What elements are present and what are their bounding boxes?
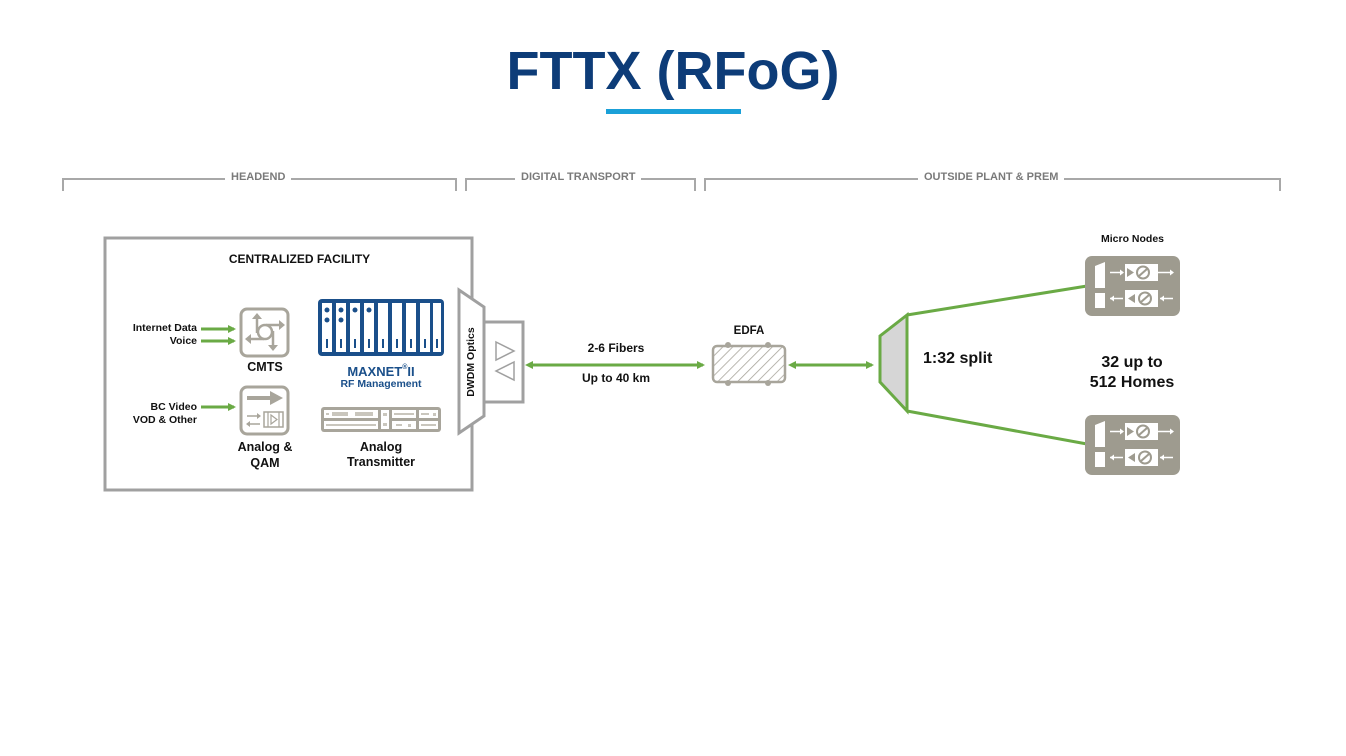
distance-label: Up to 40 km	[581, 371, 650, 385]
input-label-bc-video: BC Video	[150, 401, 197, 413]
analog-qam-label-line2: QAM	[250, 456, 280, 470]
input-arrows	[201, 325, 236, 411]
page-title: FTTX (RFoG)	[506, 41, 840, 101]
transmitter-label-line2: Transmitter	[346, 455, 416, 469]
maxnet-logo: MAXNET®II	[347, 364, 415, 379]
optical-splitter	[878, 284, 1088, 446]
maxnet-subtitle: RF Management	[340, 378, 422, 390]
section-label-outside-plant: OUTSIDE PLANT & PREM	[918, 171, 1065, 183]
maxnet-brand: MAXNET	[347, 364, 403, 379]
dwdm-optics-label: DWDM Optics	[465, 327, 477, 397]
micro-node	[1085, 415, 1180, 475]
analog-transmitter-icon	[321, 407, 441, 432]
micro-node	[1085, 256, 1180, 316]
cmts-icon	[239, 307, 290, 358]
fibers-label: 2-6 Fibers	[587, 341, 645, 355]
split-branch-top	[906, 284, 1088, 317]
analog-qam-label-line1: Analog &	[237, 440, 293, 454]
input-label-voice: Voice	[169, 335, 197, 347]
input-label-internet-data: Internet Data	[132, 322, 197, 334]
split-branch-bottom	[906, 409, 1088, 446]
transmitter-label-line1: Analog	[359, 440, 403, 454]
homes-label-line2: 512 Homes	[1089, 374, 1175, 391]
micro-nodes-label: Micro Nodes	[1100, 233, 1164, 245]
facility-title: CENTRALIZED FACILITY	[228, 252, 371, 266]
dwdm-optics	[457, 287, 525, 436]
centralized-facility-box	[103, 236, 474, 492]
analog-qam-icon	[239, 385, 290, 436]
input-label-vod-other: VOD & Other	[132, 414, 197, 426]
maxnet-rack-icon	[318, 299, 444, 356]
maxnet-brand-suffix: II	[407, 364, 415, 379]
edfa-amplifier	[711, 342, 787, 386]
section-label-headend: HEADEND	[225, 171, 292, 183]
split-ratio-label: 1:32 split	[923, 350, 993, 367]
edfa-label: EDFA	[733, 325, 765, 337]
cmts-label: CMTS	[247, 360, 283, 374]
section-label-digital-transport: DIGITAL TRANSPORT	[515, 171, 642, 183]
homes-label-line1: 32 up to	[1101, 354, 1163, 371]
title-underline	[606, 109, 741, 114]
